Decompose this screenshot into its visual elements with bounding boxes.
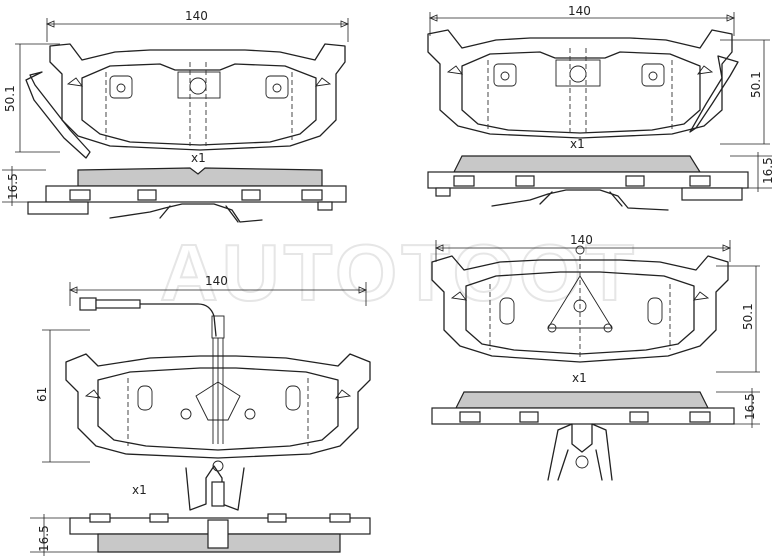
height-label: 50.1: [741, 303, 755, 330]
qty-label: x1: [191, 151, 206, 165]
height-label: 61: [35, 387, 49, 402]
height-label: 50.1: [749, 71, 763, 98]
height-label: 50.1: [3, 85, 17, 112]
qty-label: x1: [570, 137, 585, 151]
thickness-label: 16.5: [37, 525, 51, 552]
width-label: 140: [568, 4, 591, 18]
width-label: 140: [185, 9, 208, 23]
qty-label: x1: [572, 371, 587, 385]
view-bottom-right: 140 50.1 x1 16.5: [431, 233, 760, 481]
qty-label: x1: [132, 483, 147, 497]
view-top-right: 140 50.1 x1 16.5: [427, 4, 775, 211]
thickness-label: 16.5: [743, 393, 757, 420]
view-top-left: 140 50.1 x1: [2, 9, 350, 223]
thickness-label: 16.5: [6, 173, 20, 200]
width-label: 140: [205, 274, 228, 288]
thickness-label: 16.5: [761, 157, 775, 184]
view-bottom-left: 140 61 x1: [30, 274, 371, 556]
width-label: 140: [570, 233, 593, 247]
